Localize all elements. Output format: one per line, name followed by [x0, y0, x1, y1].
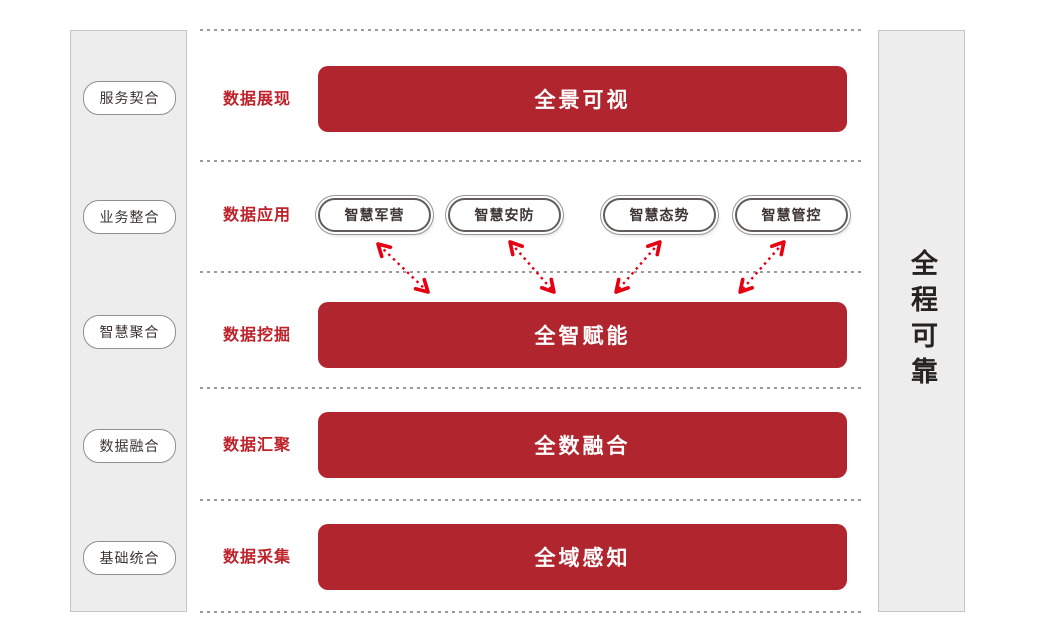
- right-panel: 全程可靠: [878, 30, 965, 612]
- row-divider: [200, 611, 862, 613]
- banner-full-data-fusion: 全数融合: [318, 412, 847, 478]
- app-pill-smart-situation: 智慧态势: [603, 198, 716, 232]
- row-divider: [200, 271, 862, 273]
- app-pill-smart-barracks: 智慧军营: [318, 198, 431, 232]
- row-divider: [200, 499, 862, 501]
- row-label-data-application: 数据应用: [223, 205, 292, 224]
- left-pill-data-fusion: 数据融合: [83, 429, 176, 463]
- row-divider: [200, 387, 862, 389]
- banner-full-domain-sensing: 全域感知: [318, 524, 847, 590]
- app-pill-smart-management: 智慧管控: [735, 198, 848, 232]
- banner-panoramic-visibility: 全景可视: [318, 66, 847, 132]
- row-label-data-display: 数据展现: [223, 89, 292, 108]
- flow-arrow-3: [614, 240, 662, 294]
- left-pill-smart-aggregation: 智慧聚合: [83, 315, 176, 349]
- left-pill-basic-unification: 基础统合: [83, 541, 176, 575]
- banner-full-intelligence: 全智赋能: [318, 302, 847, 368]
- flow-arrow-4: [738, 240, 786, 294]
- left-pill-service-fit: 服务契合: [83, 81, 176, 115]
- left-pill-business-integration: 业务整合: [83, 200, 176, 234]
- app-pill-smart-security: 智慧安防: [448, 198, 561, 232]
- right-panel-label: 全程可靠: [906, 249, 937, 393]
- row-label-data-collection: 数据采集: [223, 547, 292, 566]
- flow-arrow-1: [376, 242, 430, 294]
- row-divider: [200, 160, 862, 162]
- row-label-data-convergence: 数据汇聚: [223, 435, 292, 454]
- flow-arrow-2: [508, 240, 556, 294]
- left-panel: 服务契合 业务整合 智慧聚合 数据融合 基础统合: [70, 30, 187, 612]
- row-label-data-mining: 数据挖掘: [223, 325, 292, 344]
- row-divider: [200, 29, 862, 31]
